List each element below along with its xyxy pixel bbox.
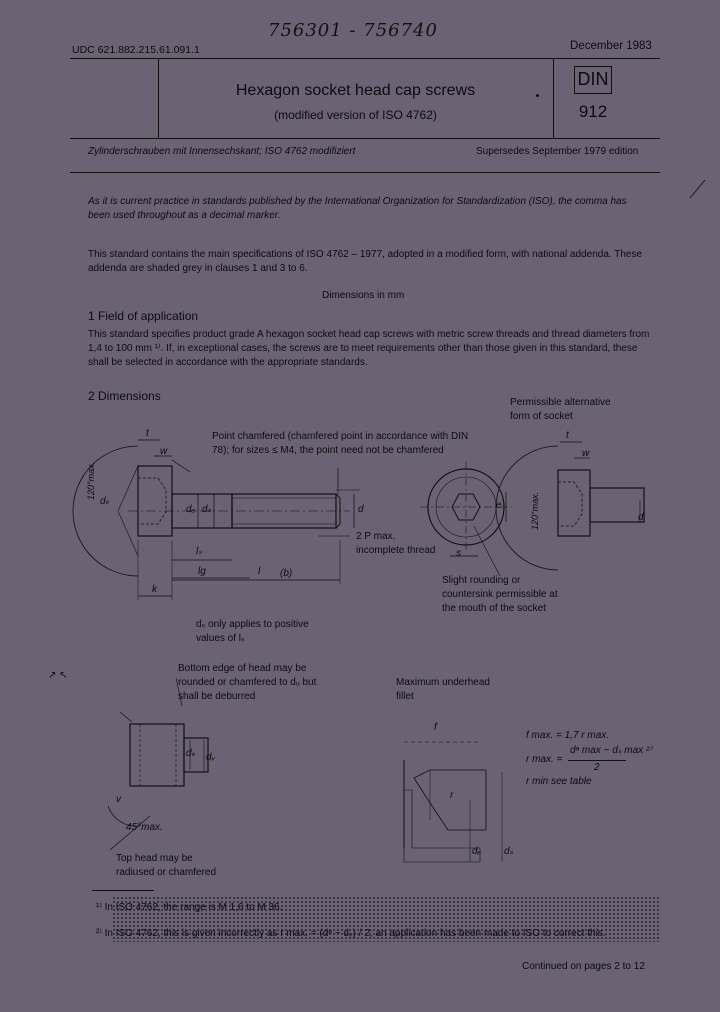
- dim-alt-w: w: [582, 448, 590, 459]
- slight-rounding-label: Slight rounding or countersink permissib…: [442, 575, 558, 614]
- dim-v: v: [116, 794, 121, 805]
- dim-alt-t: t: [566, 430, 569, 441]
- udc-code: UDC 621.882.215.61.091.1: [72, 44, 200, 56]
- paragraph-decimal-comma: As it is current practice in standards p…: [88, 196, 627, 221]
- formula-rmin: r min see table: [526, 776, 592, 787]
- dim-small-dw: dᵥ: [206, 752, 216, 763]
- dim-w: w: [160, 446, 168, 457]
- point-chamfered-label: Point chamfered (chamfered point in acco…: [212, 431, 469, 456]
- document-title: Hexagon socket head cap screws: [235, 82, 476, 99]
- dimensions-note: Dimensions in mm: [322, 290, 405, 301]
- header-bottom-rule: [70, 138, 660, 139]
- fillet-hatching: [403, 741, 503, 863]
- dim-dk: dₖ: [100, 496, 110, 507]
- dim-angle-45: 45°max.: [126, 822, 163, 833]
- formula-rmax-numerator: dᵃ max − dₛ max ²⁾: [570, 745, 652, 756]
- dim-alt-d: d: [638, 512, 644, 523]
- max-fillet-label: Maximum underhead fillet: [396, 677, 490, 702]
- formula-rmax-lhs: r max. =: [526, 754, 563, 765]
- issue-date: December 1983: [570, 40, 652, 52]
- formula-rmax-denominator: 2: [594, 762, 600, 773]
- dim-s: s: [456, 548, 461, 559]
- dim-k: k: [152, 584, 157, 595]
- supersedes-note: Supersedes September 1979 edition: [476, 146, 639, 157]
- dim-alt-angle-120: 120°max.: [530, 491, 540, 530]
- separator-rule: [70, 172, 660, 173]
- dim-angle-120: 120°max.: [86, 461, 96, 500]
- dim-small-dk: dₖ: [186, 748, 196, 759]
- dim-f: f: [434, 722, 437, 733]
- section2-heading: 2 Dimensions: [88, 389, 161, 403]
- handwritten-document-number: 756301 - 756740: [268, 20, 438, 41]
- dim-b: (b): [280, 568, 293, 579]
- formula-rmax-fraction-bar: [568, 760, 626, 761]
- formula-fmax: f max. = 1,7 r max.: [526, 730, 610, 741]
- two-p-label: 2 P max. incomplete thread: [356, 531, 436, 556]
- header-divider-right: [553, 58, 554, 138]
- dim-r: r: [450, 790, 454, 801]
- footnote-1: ¹⁾ In ISO 4762, the range is M 1,6 to M …: [96, 902, 283, 913]
- german-title: Zylinderschrauben mit Innensechskant; IS…: [88, 146, 356, 157]
- document-subtitle: (modified version of ISO 4762): [274, 108, 437, 122]
- dim-d: d: [358, 504, 364, 515]
- paragraph-addenda: This standard contains the main specific…: [88, 249, 643, 274]
- header-top-rule: [70, 58, 660, 59]
- dim-t: t: [146, 428, 149, 439]
- ds-note: dₛ only applies to positive values of lₛ: [196, 619, 309, 644]
- dim-ds: dₛ: [202, 504, 212, 515]
- continued-note: Continued on pages 2 to 12: [522, 961, 645, 972]
- alt-socket-label: Permissible alternative form of socket: [510, 397, 611, 422]
- footnote-shading: [112, 896, 660, 942]
- dim-lg: lg: [198, 566, 206, 577]
- footnote-rule: [92, 890, 154, 891]
- dim-fillet-da: dₐ: [472, 846, 482, 857]
- section1-heading: 1 Field of application: [88, 309, 199, 323]
- dim-da: dₐ: [186, 504, 196, 515]
- dim-l: l: [258, 566, 261, 577]
- din-logo: DIN: [574, 66, 612, 94]
- section1-text: This standard specifies product grade A …: [88, 329, 650, 368]
- dim-e: e: [496, 500, 502, 511]
- footnote-2: ²⁾ In ISO 4762, this is given incorrectl…: [96, 928, 606, 939]
- dim-fillet-ds: dₛ: [504, 846, 514, 857]
- bottom-edge-label: Bottom edge of head may be rounded or ch…: [178, 663, 317, 702]
- header-divider-left: [158, 58, 159, 138]
- top-head-label: Top head may be radiused or chamfered: [116, 853, 217, 878]
- margin-mark: ↗ ↖: [48, 670, 68, 681]
- dim-ls: lₛ: [196, 546, 202, 557]
- din-number: 912: [578, 102, 608, 121]
- bullet-dot: [536, 94, 539, 97]
